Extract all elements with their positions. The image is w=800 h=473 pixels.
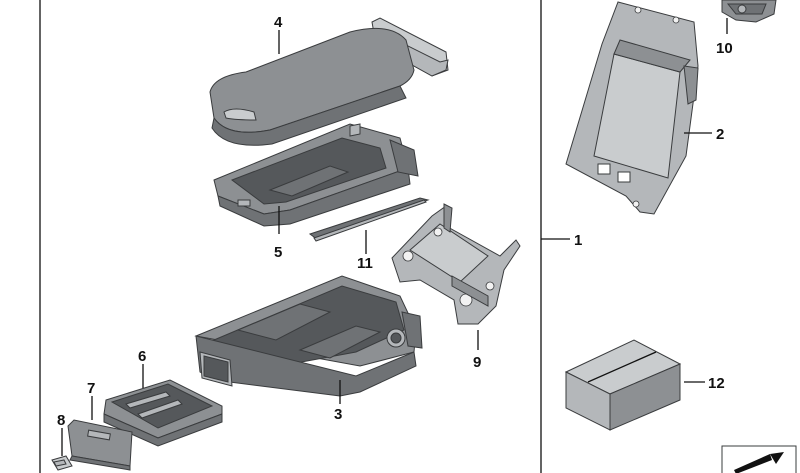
callout-12: 12 — [708, 375, 725, 392]
callout-4: 4 — [274, 14, 283, 31]
part-5-storage-tray[interactable] — [213, 123, 419, 227]
part-10-latch[interactable] — [721, 0, 777, 23]
callout-1: 1 — [574, 232, 582, 249]
callout-6: 6 — [138, 348, 146, 365]
callout-2: 2 — [716, 126, 724, 143]
part-2-carrier-frame[interactable] — [565, 1, 699, 215]
callout-10: 10 — [716, 40, 733, 57]
part-8-clip[interactable] — [51, 455, 73, 471]
leader-lines — [61, 18, 728, 456]
part-4-armrest-lid[interactable] — [209, 17, 449, 146]
callout-7: 7 — [87, 380, 95, 397]
part-6-tray-insert[interactable] — [103, 379, 223, 447]
reference-symbol-box — [721, 445, 797, 473]
callout-8: 8 — [57, 412, 65, 429]
callout-11: 11 — [357, 255, 373, 272]
callout-5: 5 — [274, 244, 282, 261]
part-11-trim-strip[interactable] — [308, 197, 430, 242]
part-9-bracket[interactable] — [391, 203, 521, 325]
part-7-cover-plate[interactable] — [67, 419, 133, 471]
part-3-armrest-housing[interactable] — [194, 275, 423, 397]
part-12-box[interactable] — [564, 339, 682, 431]
callout-9: 9 — [473, 354, 481, 371]
callout-3: 3 — [334, 406, 342, 423]
